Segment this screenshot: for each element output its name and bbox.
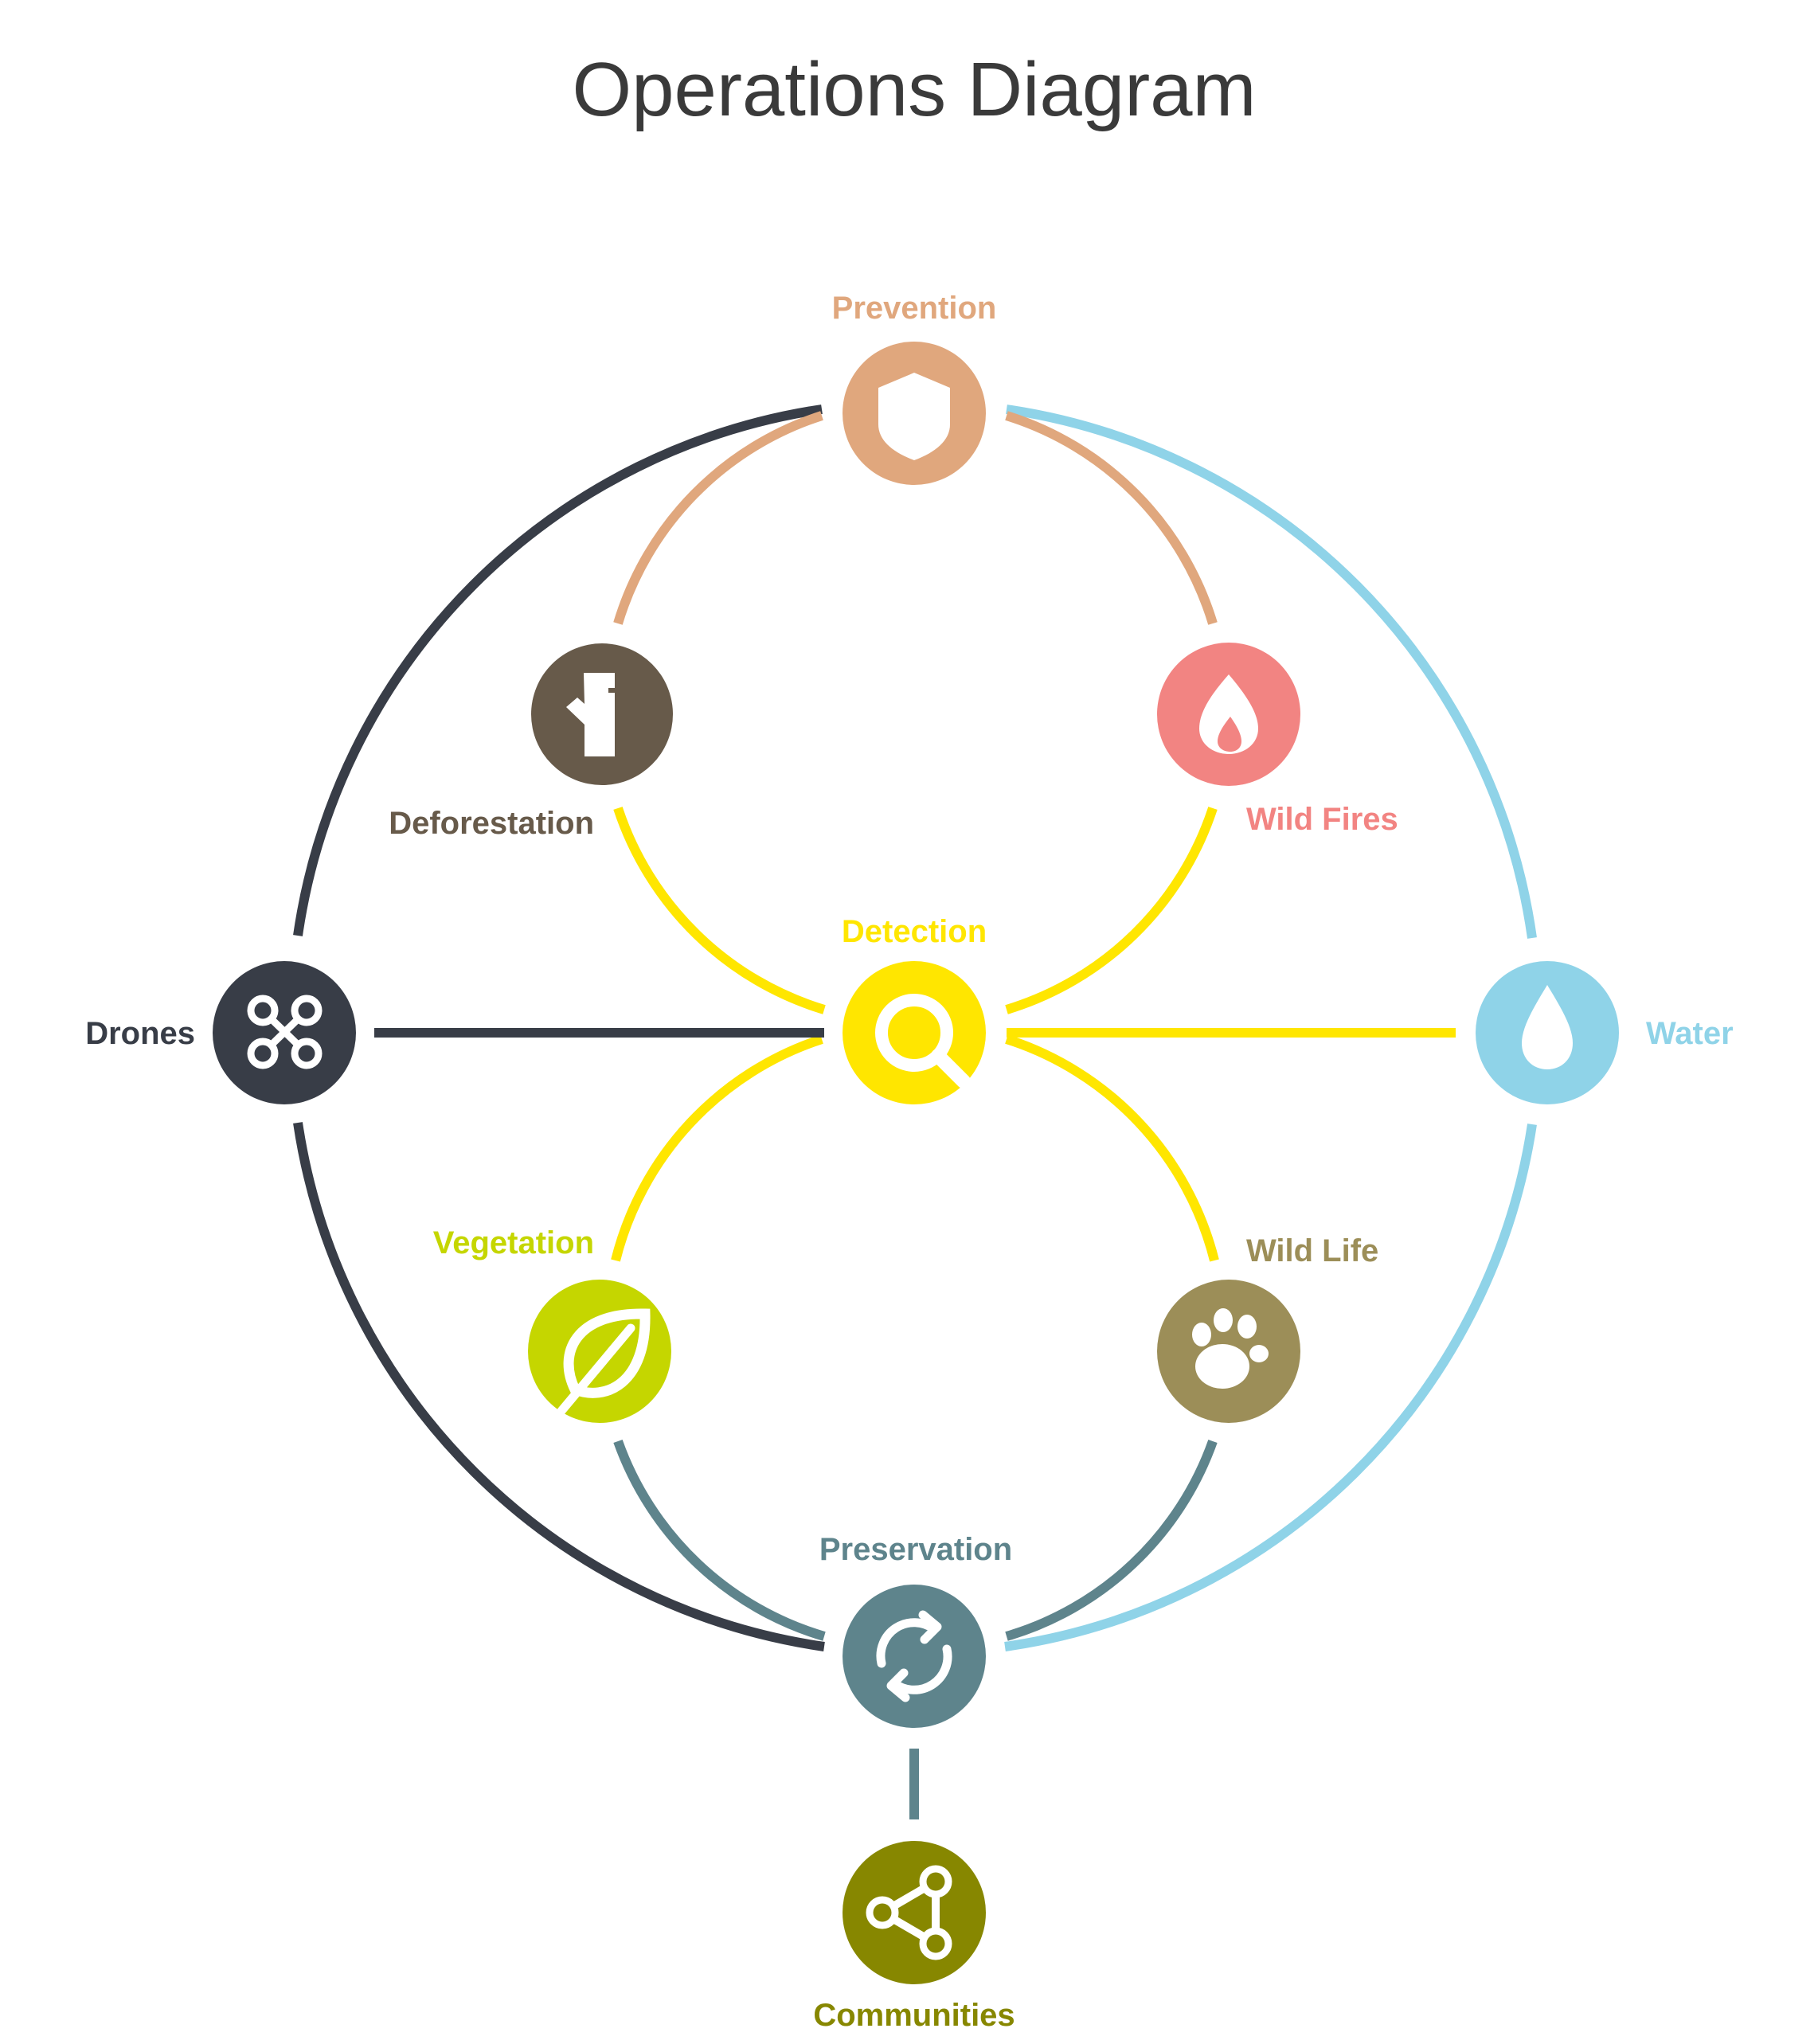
edge-prevention-drones bbox=[293, 405, 823, 936]
edge-prevention-water bbox=[1006, 405, 1537, 939]
edge-deforestation-detection bbox=[613, 807, 826, 1014]
node-vegetation-circle bbox=[528, 1280, 671, 1423]
node-communities[interactable]: Communities bbox=[813, 1841, 1015, 2033]
node-water-label: Water bbox=[1646, 1016, 1734, 1051]
node-preservation-label: Preservation bbox=[819, 1532, 1012, 1567]
node-water[interactable]: Water bbox=[1476, 961, 1734, 1104]
node-prevention-label: Prevention bbox=[832, 291, 997, 326]
magnifier-icon bbox=[875, 994, 971, 1088]
edge-detection-wild-life bbox=[1005, 1034, 1219, 1262]
edge-vegetation-preservation bbox=[613, 1439, 826, 1641]
connector-lines bbox=[293, 405, 1537, 1819]
leaf-icon bbox=[557, 1308, 651, 1416]
node-prevention[interactable]: Prevention bbox=[832, 291, 997, 485]
node-drones[interactable]: Drones bbox=[85, 961, 356, 1104]
refresh-cycle-icon bbox=[876, 1610, 952, 1702]
edge-wild-fires-detection bbox=[1005, 807, 1218, 1014]
drone-icon bbox=[247, 995, 323, 1069]
node-vegetation-label: Vegetation bbox=[433, 1225, 594, 1260]
node-preservation-circle bbox=[843, 1585, 986, 1728]
node-preservation[interactable]: Preservation bbox=[819, 1532, 1012, 1728]
edge-detection-vegetation bbox=[611, 1034, 823, 1262]
node-vegetation[interactable]: Vegetation bbox=[433, 1225, 671, 1423]
node-drones-label: Drones bbox=[85, 1016, 195, 1051]
edge-prevention-wild-fires bbox=[1005, 411, 1218, 625]
diagram-nodes: Prevention Deforestation Wild Fires bbox=[85, 291, 1733, 2033]
node-communities-label: Communities bbox=[813, 1998, 1015, 2033]
node-detection[interactable]: Detection bbox=[842, 914, 987, 1104]
diagram-title: Operations Diagram bbox=[572, 47, 1256, 132]
node-wild-fires[interactable]: Wild Fires bbox=[1157, 643, 1398, 837]
tree-stump-icon bbox=[566, 673, 615, 756]
node-deforestation-label: Deforestation bbox=[389, 806, 594, 841]
node-wild-fires-label: Wild Fires bbox=[1246, 802, 1398, 837]
edge-prevention-deforestation bbox=[613, 411, 823, 625]
node-wild-life[interactable]: Wild Life bbox=[1157, 1233, 1378, 1423]
water-drop-icon bbox=[1522, 985, 1573, 1069]
node-wild-life-label: Wild Life bbox=[1246, 1233, 1378, 1268]
edge-wild-life-preservation bbox=[1005, 1439, 1218, 1641]
paw-icon bbox=[1192, 1308, 1269, 1389]
edge-drones-preservation bbox=[293, 1122, 825, 1651]
node-detection-label: Detection bbox=[842, 914, 987, 949]
share-network-icon bbox=[866, 1865, 952, 1960]
edge-water-preservation bbox=[1004, 1124, 1537, 1651]
node-deforestation[interactable]: Deforestation bbox=[389, 643, 673, 841]
node-communities-circle bbox=[843, 1841, 986, 1984]
shield-icon bbox=[878, 373, 950, 460]
flame-icon bbox=[1199, 674, 1258, 754]
